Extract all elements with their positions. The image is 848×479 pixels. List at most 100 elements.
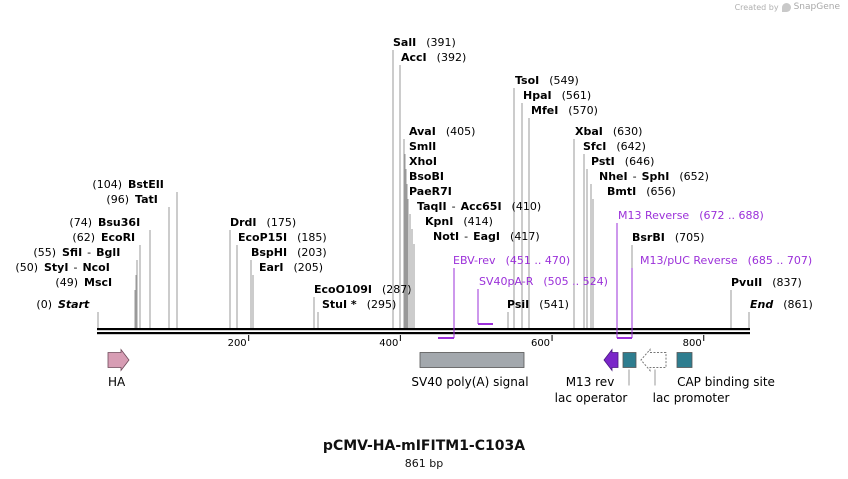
site-pos-sali: (391) bbox=[426, 36, 456, 49]
site-pos-hpai: (561) bbox=[562, 89, 592, 102]
feature-label-lacpromoter: lac promoter bbox=[653, 391, 730, 405]
site-name-tsoi: TsoI bbox=[515, 74, 539, 87]
site-name-psii: PsiI bbox=[507, 298, 529, 311]
restriction-sites bbox=[97, 50, 750, 328]
site-pos-avai: (405) bbox=[446, 125, 476, 138]
primer-name-ebvrev: EBV-rev bbox=[453, 254, 496, 267]
feature-sv40polyasignal-box bbox=[419, 352, 525, 368]
snapgene-credit: Created by SnapGene bbox=[735, 2, 840, 12]
site-pos-ecoo109i: (287) bbox=[382, 283, 412, 296]
site-pos-acci: (392) bbox=[437, 51, 467, 64]
site-name-bsphi: BspHI bbox=[251, 246, 287, 259]
site-extra-nhei: SphI bbox=[642, 170, 670, 183]
site-pos-bmti: (656) bbox=[646, 185, 676, 198]
site-pos-pvuii: (837) bbox=[772, 276, 802, 289]
credit-brand: SnapGene bbox=[793, 2, 840, 12]
site-dash-sfii: - bbox=[87, 246, 91, 259]
site-name-xbai: XbaI bbox=[575, 125, 603, 138]
site-name-tati: TatI bbox=[135, 193, 158, 206]
site-pos-psii: (541) bbox=[539, 298, 569, 311]
site-name-noti: NotI bbox=[433, 230, 459, 243]
backbone-top bbox=[97, 328, 750, 331]
site-pos-psti: (646) bbox=[625, 155, 655, 168]
site-pos-bsrbi: (705) bbox=[675, 231, 705, 244]
feature-label-capbindingsite: CAP binding site bbox=[677, 375, 775, 389]
site-extra-noti: EagI bbox=[473, 230, 500, 243]
primer-name-m13reverse: M13 Reverse bbox=[618, 209, 689, 222]
site-name-nhei: NheI bbox=[599, 170, 628, 183]
primer-range-m13reverse: (672 .. 688) bbox=[699, 209, 764, 222]
plasmid-title: pCMV-HA-mIFITM1-C103A bbox=[322, 438, 526, 454]
site-pos-eari: (205) bbox=[293, 261, 323, 274]
site-pos-styi: (50) bbox=[15, 261, 38, 274]
primer-name-sv40par: SV40pA-R bbox=[479, 275, 534, 288]
site-pos-nhei: (652) bbox=[679, 170, 709, 183]
site-name-taqii: TaqII bbox=[417, 200, 447, 213]
site-pos-end: (861) bbox=[783, 298, 813, 311]
site-name-kpni: KpnI bbox=[425, 215, 453, 228]
site-pos-bsu36i: (74) bbox=[69, 216, 92, 229]
primer-range-m13pucreverse: (685 .. 707) bbox=[748, 254, 813, 267]
site-name-sfii: SfiI bbox=[62, 246, 82, 259]
site-pos-sfci: (642) bbox=[616, 140, 646, 153]
site-pos-stui: (295) bbox=[367, 298, 397, 311]
site-name-bsu36i: Bsu36I bbox=[98, 216, 140, 229]
backbone-bottom bbox=[97, 332, 750, 335]
site-name-bsteii: BstEII bbox=[128, 178, 164, 191]
feature-capbindingsite-box bbox=[676, 352, 693, 368]
feature-lacpromoter-arrow-icon bbox=[640, 348, 667, 372]
site-pos-mfei: (570) bbox=[568, 104, 598, 117]
site-pos-ecori: (62) bbox=[72, 231, 95, 244]
site-name-pvuii: PvuII bbox=[731, 276, 762, 289]
ruler-label-200: 200 bbox=[228, 338, 247, 349]
site-pos-noti: (417) bbox=[510, 230, 540, 243]
site-pos-sfii: (55) bbox=[33, 246, 56, 259]
site-name-msci: MscI bbox=[84, 276, 112, 289]
site-name-eari: EarI bbox=[259, 261, 283, 274]
site-dash-noti: - bbox=[464, 230, 468, 243]
site-name-ecori: EcoRI bbox=[101, 231, 135, 244]
site-pos-kpni: (414) bbox=[463, 215, 493, 228]
ruler-label-400: 400 bbox=[379, 338, 398, 349]
feature-label-lacoperator: lac operator bbox=[555, 391, 628, 405]
primer-range-ebvrev: (451 .. 470) bbox=[506, 254, 571, 267]
site-name-drdi: DrdI bbox=[230, 216, 257, 229]
site-name-start: Start bbox=[58, 298, 90, 311]
feature-ha-arrow-icon bbox=[107, 348, 130, 372]
site-name-end: End bbox=[750, 298, 773, 311]
site-pos-tsoi: (549) bbox=[549, 74, 579, 87]
site-dash-nhei: - bbox=[633, 170, 637, 183]
feature-m13rev-arrow-icon bbox=[603, 348, 619, 372]
snapgene-logo-icon bbox=[781, 2, 791, 12]
site-name-bmti: BmtI bbox=[607, 185, 636, 198]
site-name-mfei: MfeI bbox=[531, 104, 558, 117]
site-extra-sfii: BglI bbox=[96, 246, 120, 259]
site-pos-bsphi: (203) bbox=[297, 246, 327, 259]
primer-range-sv40par: (505 .. 524) bbox=[543, 275, 608, 288]
ruler-label-800: 800 bbox=[683, 338, 702, 349]
site-extra-styi: NcoI bbox=[82, 261, 109, 274]
site-name-paer7i: PaeR7I bbox=[409, 185, 452, 198]
site-name-ecop15i: EcoP15I bbox=[238, 231, 287, 244]
site-name-hpai: HpaI bbox=[523, 89, 552, 102]
site-name-sfci: SfcI bbox=[583, 140, 606, 153]
feature-label-sv40polyasignal: SV40 poly(A) signal bbox=[411, 375, 528, 389]
credit-prefix: Created by bbox=[734, 2, 779, 12]
ruler-label-600: 600 bbox=[531, 338, 550, 349]
site-name-acci: AccI bbox=[401, 51, 427, 64]
site-name-bsrbi: BsrBI bbox=[632, 231, 665, 244]
primer-name-m13pucreverse: M13/pUC Reverse bbox=[640, 254, 738, 267]
site-name-xhoi: XhoI bbox=[409, 155, 437, 168]
feature-label-ha: HA bbox=[108, 375, 126, 389]
site-pos-xbai: (630) bbox=[613, 125, 643, 138]
site-pos-msci: (49) bbox=[55, 276, 78, 289]
site-pos-tati: (96) bbox=[106, 193, 129, 206]
plasmid-length: 861 bp bbox=[404, 457, 444, 470]
site-pos-ecop15i: (185) bbox=[297, 231, 327, 244]
site-name-ecoo109i: EcoO109I bbox=[314, 283, 372, 296]
site-dash-styi: - bbox=[73, 261, 77, 274]
site-dash-taqii: - bbox=[452, 200, 456, 213]
site-name-sali: SalI bbox=[393, 36, 416, 49]
feature-label-m13rev: M13 rev bbox=[566, 375, 615, 389]
site-pos-start: (0) bbox=[36, 298, 52, 311]
